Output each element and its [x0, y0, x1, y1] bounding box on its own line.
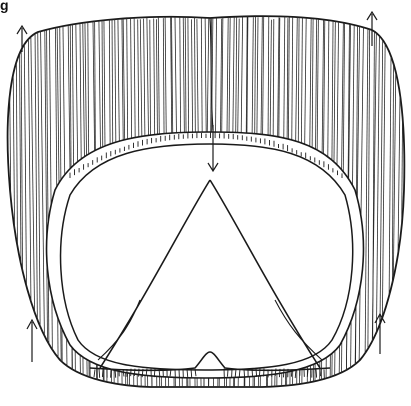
heel-fringe — [70, 132, 342, 378]
frog-outline — [100, 180, 320, 368]
right-bar-line — [275, 300, 322, 360]
sole-outline — [61, 144, 353, 370]
arrow-bottom-left-up-icon — [27, 320, 37, 362]
arrow-top-left-up-icon — [17, 26, 27, 52]
heel-bulbs — [90, 352, 330, 370]
left-bar-line — [98, 300, 140, 360]
